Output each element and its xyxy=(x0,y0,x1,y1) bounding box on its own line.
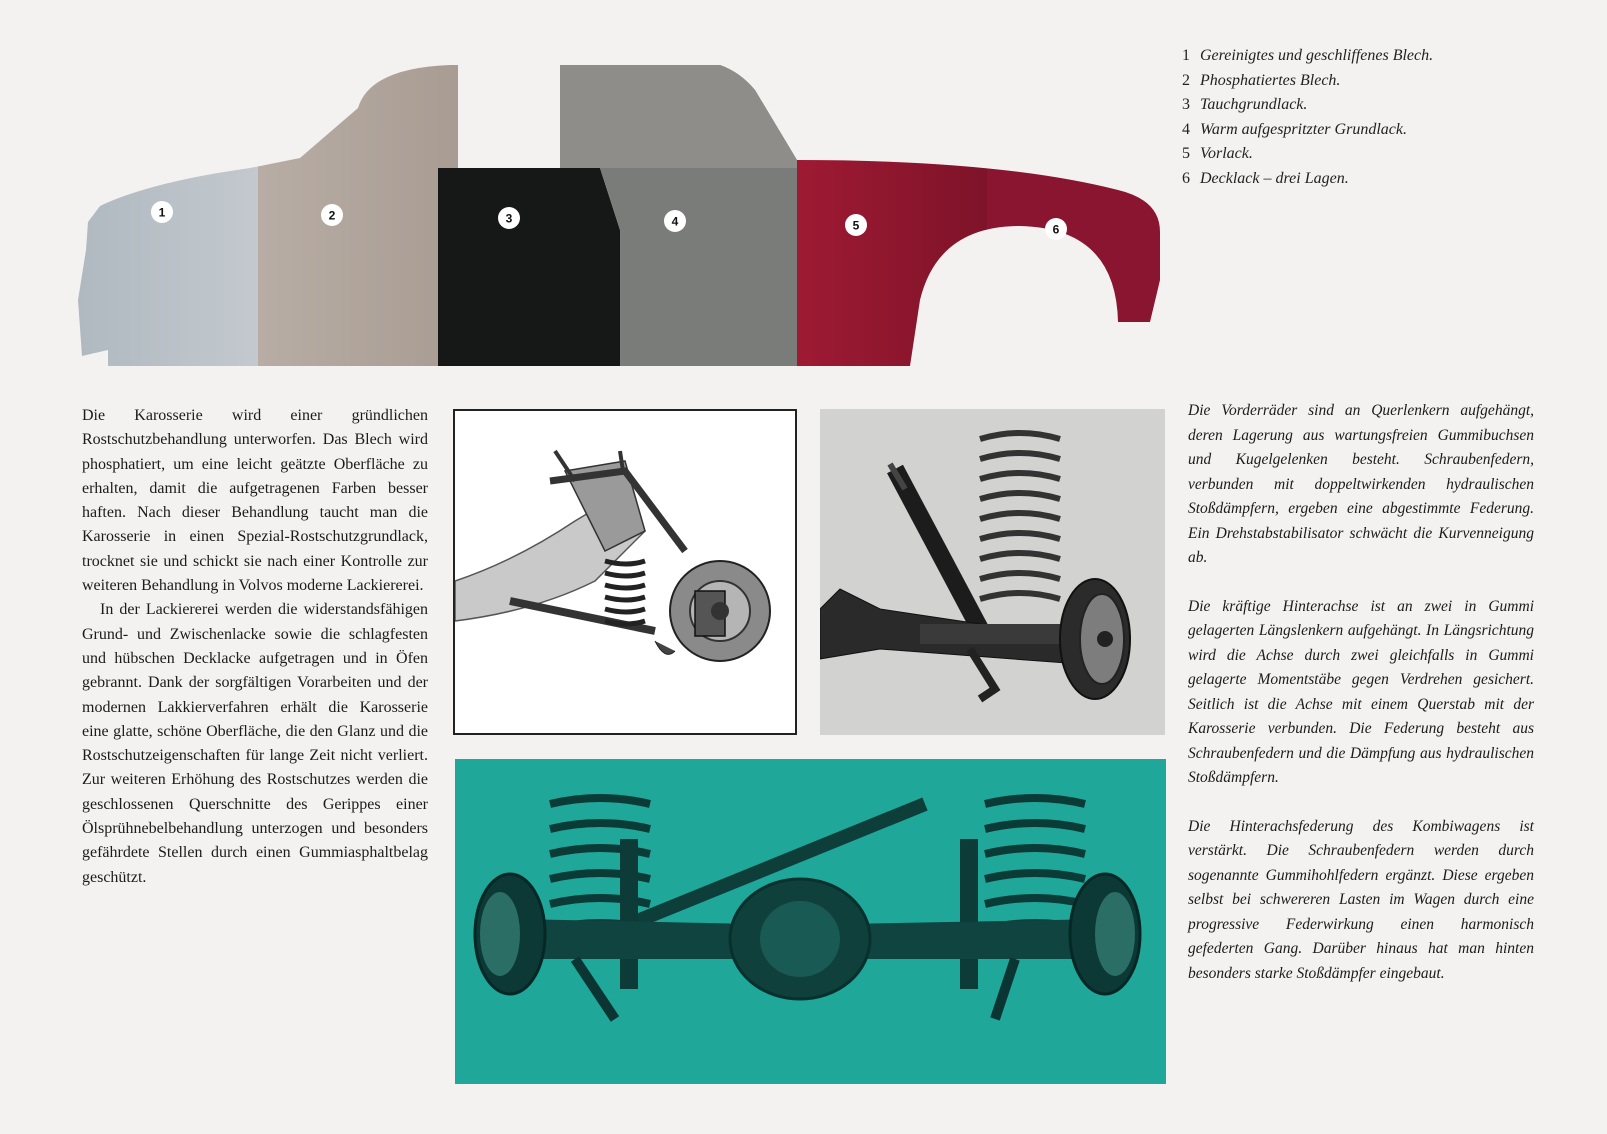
layer-6-area xyxy=(987,65,1160,366)
paragraph: Die Karosserie wird einer gründlichen Ro… xyxy=(82,407,428,595)
layer-marker-1: 1 xyxy=(151,201,173,223)
paragraph: Die Vorderräder sind an Querlenkern aufg… xyxy=(1188,402,1534,566)
layer-5-area xyxy=(797,65,987,366)
layer-2-area xyxy=(258,65,458,366)
layer-3-area xyxy=(438,168,620,366)
svg-text:4: 4 xyxy=(672,215,679,229)
front-suspension-photo xyxy=(453,409,797,735)
layer-marker-4: 4 xyxy=(664,210,686,232)
layer-marker-2: 2 xyxy=(321,204,343,226)
body-text-paint: Die Karosserie wird einer gründlichen Ro… xyxy=(82,404,428,890)
svg-text:2: 2 xyxy=(329,209,336,223)
paragraph: Die Hinterachsfederung des Kombiwagens i… xyxy=(1188,817,1534,982)
rear-axle-photo xyxy=(455,759,1166,1084)
svg-text:3: 3 xyxy=(506,212,513,226)
layer-marker-5: 5 xyxy=(845,214,867,236)
svg-text:6: 6 xyxy=(1053,223,1060,237)
svg-text:1: 1 xyxy=(159,206,166,220)
svg-text:5: 5 xyxy=(853,219,860,233)
car-body-illustration: 1 2 3 4 5 6 xyxy=(78,65,1160,366)
layer-marker-3: 3 xyxy=(498,207,520,229)
rear-suspension-photo xyxy=(820,409,1165,735)
body-text-suspension: Die Vorderräder sind an Querlenkern aufg… xyxy=(1188,399,1534,1010)
layer-4-upper xyxy=(560,65,800,168)
paragraph: Die kräftige Hinterachse ist an zwei in … xyxy=(1188,597,1534,787)
layer-marker-6: 6 xyxy=(1045,218,1067,240)
paragraph: In der Lackiererei werden die widerstand… xyxy=(82,601,428,886)
